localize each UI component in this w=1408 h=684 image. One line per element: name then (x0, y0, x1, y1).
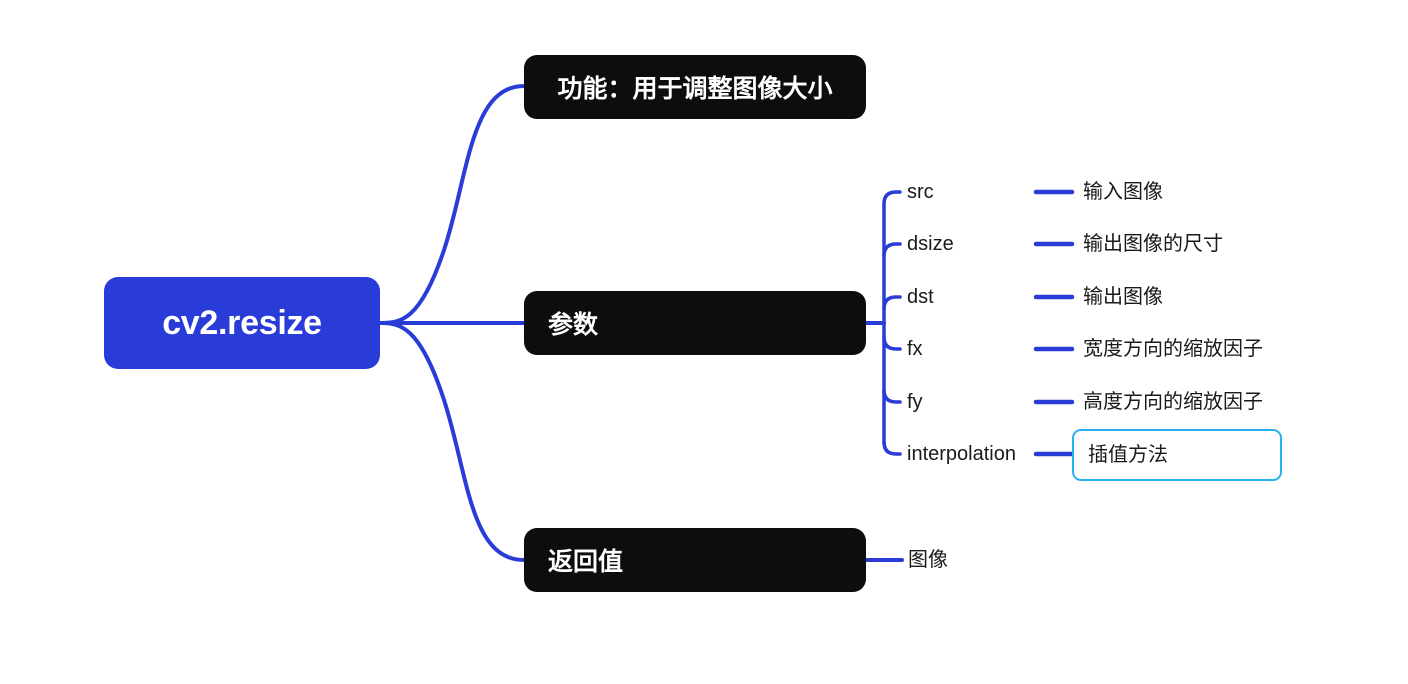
edge-root-to-return (378, 321, 526, 562)
param-desc-dsize[interactable]: 输出图像的尺寸 (1083, 233, 1223, 255)
node-parameters[interactable]: 参数 (524, 291, 866, 355)
param-label-dst[interactable]: dst (907, 286, 934, 308)
param-label-src[interactable]: src (907, 181, 934, 203)
return-leaf-image[interactable]: 图像 (908, 549, 948, 571)
param-label-fx[interactable]: fx (907, 338, 923, 360)
param-desc-interpolation-label: 插值方法 (1088, 444, 1168, 466)
param-desc-interpolation-selected[interactable]: 插值方法 (1072, 429, 1282, 481)
root-node-label: cv2.resize (162, 303, 322, 342)
edge-branch-src (882, 190, 902, 206)
param-desc-fy[interactable]: 高度方向的缩放因子 (1083, 391, 1263, 413)
edge-root-to-function (378, 84, 526, 325)
edge-branch-dsize (882, 242, 902, 258)
edge-branch-interpolation (882, 440, 902, 456)
node-function[interactable]: 功能：用于调整图像大小 (524, 55, 866, 119)
node-return-label: 返回值 (548, 548, 624, 576)
param-label-dsize[interactable]: dsize (907, 233, 954, 255)
root-node[interactable]: cv2.resize (104, 277, 380, 369)
param-desc-fx[interactable]: 宽度方向的缩放因子 (1083, 338, 1263, 360)
param-label-fy[interactable]: fy (907, 391, 923, 413)
param-desc-src[interactable]: 输入图像 (1083, 181, 1163, 203)
node-return[interactable]: 返回值 (524, 528, 866, 592)
param-desc-dst[interactable]: 输出图像 (1083, 286, 1163, 308)
node-function-label: 功能：用于调整图像大小 (557, 75, 833, 103)
edge-branch-fy (882, 388, 902, 404)
edge-branch-fx (882, 335, 902, 351)
edge-branch-dst (882, 295, 902, 311)
node-parameters-label: 参数 (548, 311, 599, 339)
param-label-interpolation[interactable]: interpolation (907, 443, 1016, 465)
